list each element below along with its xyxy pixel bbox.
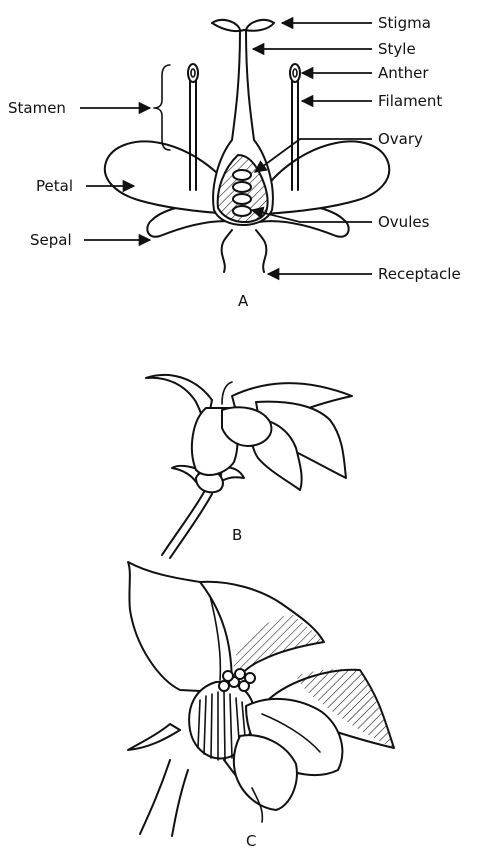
petal-right-shape [260, 141, 389, 214]
anther-left [188, 64, 198, 82]
stamen-brace [154, 65, 170, 150]
panel-a-flower-section: Stigma Style Anther Filament Stamen Ovar… [8, 14, 461, 310]
caption-c: C [246, 832, 256, 848]
label-sepal: Sepal [30, 231, 72, 249]
anther-right [290, 64, 300, 82]
label-style: Style [378, 40, 416, 58]
receptacle-shape-right [256, 230, 266, 272]
caption-b: B [232, 526, 242, 544]
ovule-3 [233, 194, 251, 204]
stem-c-right [172, 770, 188, 836]
panel-b-flower-side: B [146, 375, 352, 558]
sepal-c-left [128, 724, 180, 750]
ovule-4 [233, 206, 251, 216]
label-stigma: Stigma [378, 14, 431, 32]
ovule-2 [233, 182, 251, 192]
ovule-1 [233, 170, 251, 180]
label-ovary: Ovary [378, 130, 423, 148]
stem-b [162, 492, 204, 555]
caption-a: A [238, 292, 249, 310]
petal-b-detail [222, 382, 232, 404]
panel-c-flower-open: C [128, 562, 394, 848]
label-ovules: Ovules [378, 213, 430, 231]
receptacle-shape [222, 230, 232, 272]
label-petal: Petal [36, 177, 73, 195]
label-receptacle: Receptacle [378, 265, 461, 283]
label-stamen: Stamen [8, 99, 66, 117]
label-filament: Filament [378, 92, 442, 110]
stem-b-2 [170, 494, 212, 558]
stem-c-left [140, 760, 170, 834]
label-anther: Anther [378, 64, 429, 82]
